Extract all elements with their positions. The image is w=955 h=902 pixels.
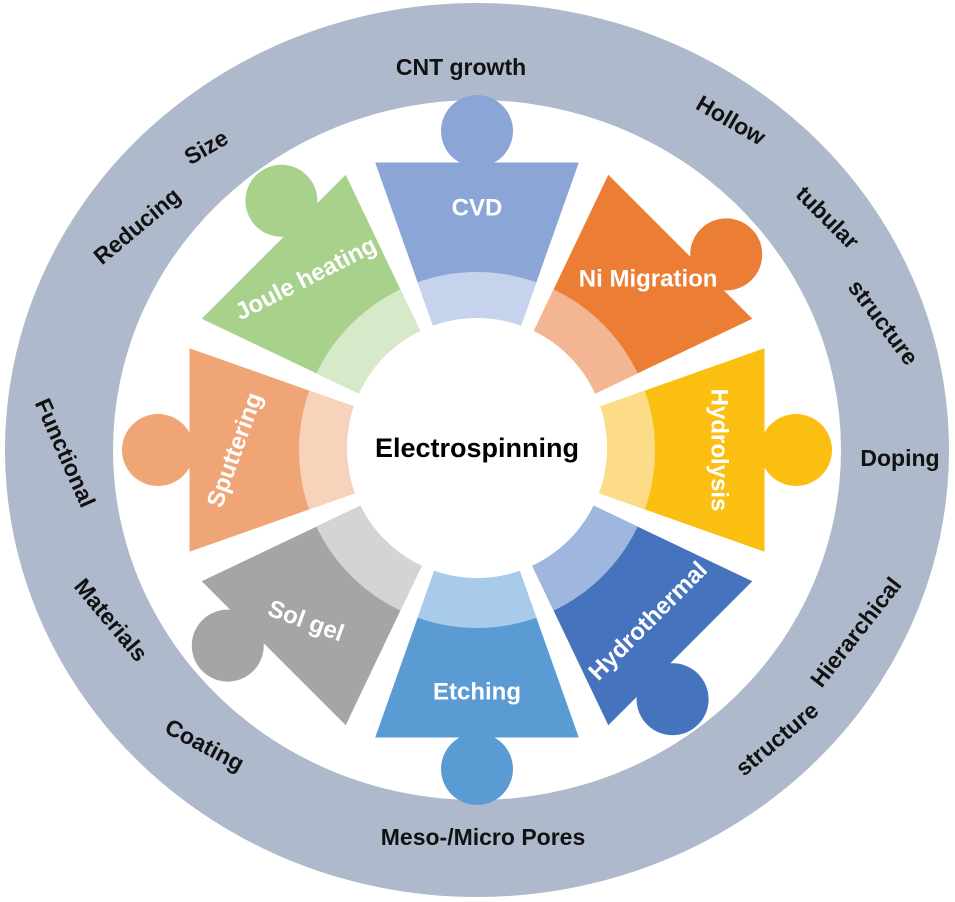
segment-inner-band [316,505,422,611]
segment-ni-migration: Ni Migration [532,174,763,395]
segment-knob [441,733,513,805]
segment-hydrothermal: Hydrothermal [532,505,753,736]
segment-sputtering: Sputtering [122,348,357,552]
segment-hydrolysis: Hydrolysis [597,348,832,552]
segment-inner-band [532,505,638,611]
segment-knob [760,414,832,486]
method-segments: CVD Ni MigrationHydrolysisHydrothermalEtc… [122,95,832,805]
segment-knob [245,164,318,237]
segment-joule-heating: Joule heating [201,164,422,395]
segment-knob [191,609,264,682]
ring-label-doping: Doping [860,445,939,471]
segment-inner-band [298,390,357,510]
segment-knob [122,414,194,486]
segment-label: Ni Migration [579,265,718,292]
ring-label-cnt-growth: CNT growth [396,54,526,80]
segment-label: Etching [433,679,521,706]
segment-inner-band [417,570,537,628]
segment-inner-band [532,289,638,395]
segment-label: Hydrolysis [706,389,733,512]
center-hub: Electrospinning [347,318,607,578]
segment-inner-band [417,272,537,330]
segment-inner-band [597,390,655,510]
segment-etching: Etching [375,570,579,805]
segment-cvd: CVD [375,95,579,330]
segment-label: CVD [452,195,503,222]
segment-knob [690,218,763,291]
center-label: Electrospinning [375,433,579,463]
ring-label-meso-micro-pores: Meso-/Micro Pores [381,824,586,850]
segment-sol-gel: Sol gel [191,505,422,726]
segment-knob [441,95,513,167]
center-circle [347,318,607,578]
segment-inner-band [316,289,422,395]
segment-knob [636,663,709,736]
